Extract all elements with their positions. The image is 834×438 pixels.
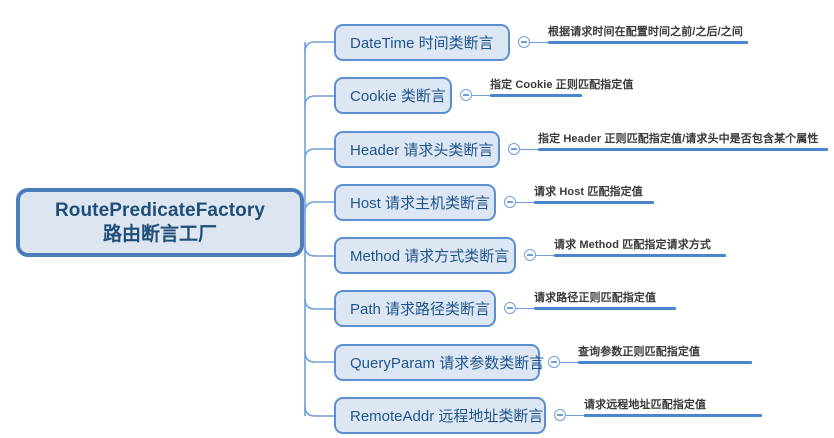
collapse-minus-icon[interactable]	[460, 89, 472, 101]
annotation-underline	[578, 361, 752, 364]
branch-node-4[interactable]: Method 请求方式类断言	[334, 237, 516, 274]
annotation-text: 请求远程地址匹配指定值	[584, 399, 707, 411]
branch-node-label: Host 请求主机类断言	[350, 195, 491, 212]
branch-node-label: Cookie 类断言	[350, 88, 446, 105]
annotation-stub-line	[560, 362, 578, 363]
annotation-underline	[584, 414, 762, 417]
branch-node-label: Method 请求方式类断言	[350, 248, 510, 265]
branch-annotation-3: 请求 Host 匹配指定值	[534, 178, 654, 204]
annotation-text: 查询参数正则匹配指定值	[578, 346, 701, 358]
annotation-underline	[554, 254, 726, 257]
branch-node-label: Path 请求路径类断言	[350, 301, 491, 318]
branch-node-2[interactable]: Header 请求头类断言	[334, 131, 500, 168]
collapse-minus-icon[interactable]	[554, 409, 566, 421]
annotation-stub-line	[516, 308, 534, 309]
branch-node-label: Header 请求头类断言	[350, 142, 494, 159]
annotation-stub-line	[530, 42, 548, 43]
annotation-underline	[534, 307, 676, 310]
collapse-minus-icon[interactable]	[504, 196, 516, 208]
branch-annotation-2: 指定 Header 正则匹配指定值/请求头中是否包含某个属性	[538, 125, 828, 151]
branch-annotation-6: 查询参数正则匹配指定值	[578, 338, 752, 364]
annotation-underline	[538, 148, 828, 151]
branch-annotation-1: 指定 Cookie 正则匹配指定值	[490, 71, 633, 97]
annotation-underline	[534, 201, 654, 204]
branch-node-5[interactable]: Path 请求路径类断言	[334, 290, 496, 327]
annotation-stub-line	[520, 149, 538, 150]
collapse-minus-icon[interactable]	[504, 302, 516, 314]
branch-annotation-5: 请求路径正则匹配指定值	[534, 284, 676, 310]
annotation-stub-line	[536, 255, 554, 256]
annotation-text: 指定 Header 正则匹配指定值/请求头中是否包含某个属性	[538, 133, 819, 145]
branch-node-0[interactable]: DateTime 时间类断言	[334, 24, 510, 61]
branch-node-7[interactable]: RemoteAddr 远程地址类断言	[334, 397, 546, 434]
annotation-text: 指定 Cookie 正则匹配指定值	[490, 79, 634, 91]
root-node[interactable]: RoutePredicateFactory 路由断言工厂	[16, 188, 304, 257]
root-title-cn: 路由断言工厂	[102, 223, 217, 245]
annotation-text: 根据请求时间在配置时间之前/之后/之间	[548, 26, 744, 38]
annotation-underline	[490, 94, 582, 97]
annotation-stub-line	[516, 202, 534, 203]
branch-node-6[interactable]: QueryParam 请求参数类断言	[334, 344, 544, 381]
root-title-en: RoutePredicateFactory	[54, 200, 266, 222]
branch-node-label: QueryParam 请求参数类断言	[350, 355, 545, 372]
branch-annotation-4: 请求 Method 匹配指定请求方式	[554, 231, 726, 257]
annotation-text: 请求 Method 匹配指定请求方式	[554, 239, 712, 251]
annotation-text: 请求 Host 匹配指定值	[534, 186, 643, 198]
branch-node-3[interactable]: Host 请求主机类断言	[334, 184, 496, 221]
annotation-underline	[548, 41, 748, 44]
collapse-minus-icon[interactable]	[508, 143, 520, 155]
collapse-minus-icon[interactable]	[548, 356, 560, 368]
branch-annotation-0: 根据请求时间在配置时间之前/之后/之间	[548, 18, 748, 44]
collapse-minus-icon[interactable]	[518, 36, 530, 48]
branch-annotation-7: 请求远程地址匹配指定值	[584, 391, 762, 417]
annotation-stub-line	[472, 95, 490, 96]
collapse-minus-icon[interactable]	[524, 249, 536, 261]
branch-node-1[interactable]: Cookie 类断言	[334, 77, 452, 114]
branch-node-label: DateTime 时间类断言	[350, 35, 494, 52]
branch-node-label: RemoteAddr 远程地址类断言	[350, 408, 544, 425]
annotation-stub-line	[566, 415, 584, 416]
annotation-text: 请求路径正则匹配指定值	[534, 292, 657, 304]
